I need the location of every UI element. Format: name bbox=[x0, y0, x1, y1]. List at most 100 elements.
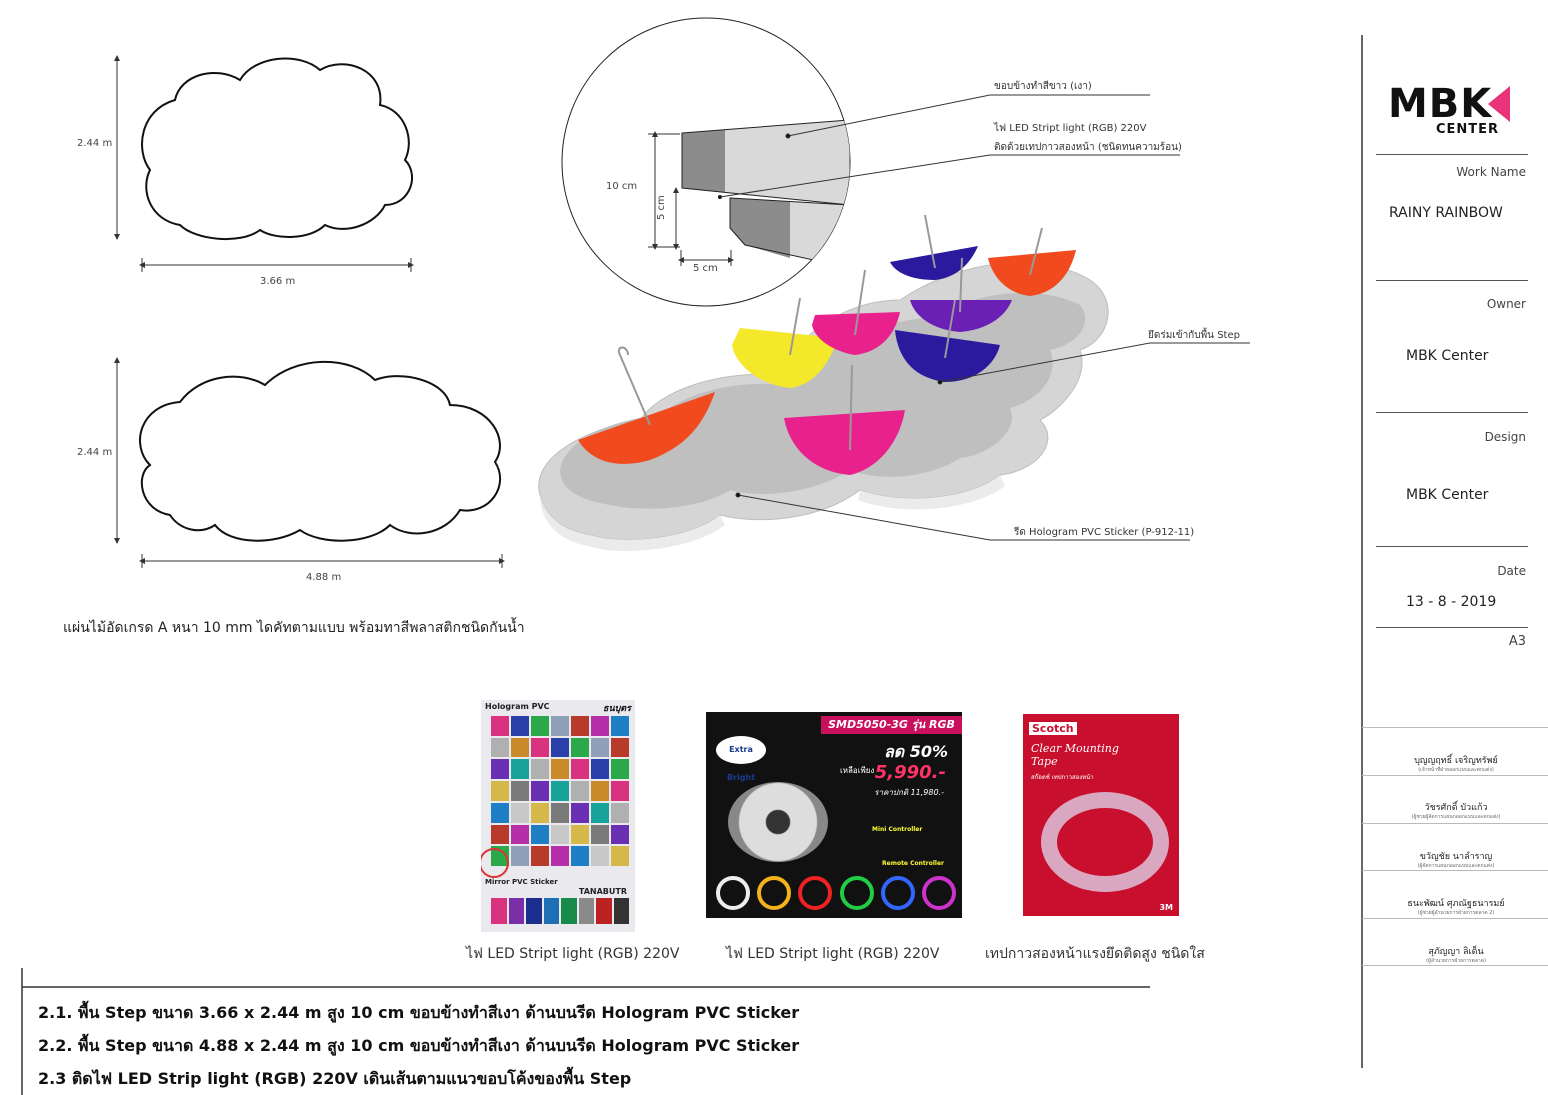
swatch bbox=[531, 846, 549, 866]
step-render bbox=[538, 214, 1109, 552]
swatch bbox=[551, 759, 569, 780]
callout-umbrella: ยึดร่มเข้ากับพื้น Step bbox=[1148, 330, 1240, 341]
callout-edge: ขอบข้างทำสีขาว (เงา) bbox=[994, 81, 1092, 92]
swatch bbox=[591, 846, 609, 866]
swatch bbox=[611, 759, 629, 780]
swatch bbox=[591, 802, 609, 823]
logo-main-text: MBK bbox=[1388, 81, 1493, 127]
date-label: Date bbox=[1497, 564, 1526, 578]
product-caption-hologram: ไฟ LED Stript light (RGB) 220V bbox=[466, 946, 680, 962]
swatch bbox=[551, 802, 569, 823]
swatch bbox=[551, 846, 569, 866]
selected-swatch-marker bbox=[481, 848, 509, 878]
cloud-outline-small bbox=[141, 57, 414, 241]
hologram-sample-photo: Hologram PVC ธนบุตร Mirror PVC Sticker T… bbox=[481, 700, 635, 932]
swatch bbox=[571, 824, 589, 845]
design-value: MBK Center bbox=[1406, 487, 1489, 503]
product-caption-tape: เทปกาวสองหน้าแรงยึดติดสูง ชนิดใส bbox=[985, 946, 1205, 962]
swatch bbox=[531, 802, 549, 823]
callout-tape: ติดด้วยเทปกาวสองหน้า (ชนิดทนความร้อน) bbox=[994, 142, 1182, 153]
swatch bbox=[511, 716, 529, 736]
mbk-logo: MBK CENTER bbox=[1388, 82, 1518, 142]
swatch bbox=[491, 737, 509, 758]
led-photo-mini-controller: Mini Controller bbox=[872, 826, 923, 833]
led-photo-badge: Extra Bright bbox=[716, 736, 766, 782]
swatch bbox=[591, 781, 609, 801]
signature-5-role: (ผู้อำนวยการฝ่ายการตลาด) bbox=[1426, 958, 1486, 964]
swatch bbox=[571, 737, 589, 758]
led-strip-photo: SMD5050-3G รุ่น RGB Extra Bright ลด 50% … bbox=[706, 712, 962, 918]
swatch bbox=[511, 846, 529, 866]
mirror-photo-title: Mirror PVC Sticker bbox=[485, 878, 558, 886]
logo-arrow-icon bbox=[1488, 86, 1510, 122]
signature-2-name: วัชรศักดิ์ บัวแก้ว bbox=[1424, 803, 1488, 813]
swatch bbox=[611, 781, 629, 801]
detail-total-height: 10 cm bbox=[606, 181, 638, 192]
swatch bbox=[571, 781, 589, 801]
led-photo-discount: ลด 50% bbox=[883, 742, 948, 761]
signature-1-role: (เจ้าหน้าที่ฝ่ายออกแบบและตกแต่ง) bbox=[1418, 767, 1494, 773]
work-name-label: Work Name bbox=[1456, 165, 1526, 179]
umbrella-blue-mid bbox=[895, 299, 1000, 382]
note-2-1: 2.1. พื้น Step ขนาด 3.66 x 2.44 m สูง 10… bbox=[38, 1003, 800, 1022]
swatch bbox=[571, 716, 589, 736]
sheet-size: A3 bbox=[1508, 634, 1526, 649]
swatch bbox=[511, 781, 529, 801]
swatch bbox=[491, 781, 509, 801]
cloud-outline-large bbox=[139, 360, 501, 542]
umbrella-blue-top bbox=[890, 214, 978, 280]
swatch bbox=[511, 802, 529, 823]
product-caption-led: ไฟ LED Stript light (RGB) 220V bbox=[726, 946, 940, 962]
swatch bbox=[551, 716, 569, 736]
swatch bbox=[551, 781, 569, 801]
note-2-3: 2.3 ติดไฟ LED Strip light (RGB) 220V เดิ… bbox=[38, 1069, 632, 1088]
swatch bbox=[531, 781, 549, 801]
umbrella-purple bbox=[910, 257, 1012, 332]
work-name-value: RAINY RAINBOW bbox=[1389, 205, 1503, 221]
swatch bbox=[611, 846, 629, 866]
led-photo-price-prefix: เหลือเพียง bbox=[840, 766, 875, 775]
hologram-photo-brand: ธนบุตร bbox=[602, 704, 631, 714]
mirror-photo-brand: TANABUTR bbox=[578, 887, 627, 896]
led-reel-icon bbox=[728, 782, 828, 862]
material-note: แผ่นไม้อัดเกรด A หนา 10 mm ไดคัทตามแบบ พ… bbox=[63, 620, 525, 636]
cloud1-width-label: 3.66 m bbox=[260, 276, 296, 287]
swatch bbox=[531, 737, 549, 758]
swatch bbox=[611, 802, 629, 823]
swatch bbox=[491, 824, 509, 845]
leader-lines bbox=[719, 94, 1250, 541]
led-photo-title: SMD5050-3G รุ่น RGB bbox=[821, 716, 962, 734]
swatch bbox=[551, 737, 569, 758]
swatch bbox=[511, 824, 529, 845]
umbrella-pink-top bbox=[812, 269, 900, 355]
cloud2-height-label: 2.44 m bbox=[77, 447, 113, 458]
logo-sub-text: CENTER bbox=[1436, 122, 1500, 137]
umbrella-orange-right bbox=[988, 227, 1076, 296]
swatch bbox=[531, 759, 549, 780]
swatch bbox=[491, 802, 509, 823]
swatch bbox=[611, 737, 629, 758]
callout-hologram: รีด Hologram PVC Sticker (P-912-11) bbox=[1014, 527, 1195, 538]
cloud1-height-label: 2.44 m bbox=[77, 138, 113, 149]
date-value: 13 - 8 - 2019 bbox=[1406, 594, 1497, 610]
signature-2-role: (ผู้ช่วยผู้จัดการแผนกออกแบบและตกแต่ง) bbox=[1411, 814, 1501, 820]
owner-value: MBK Center bbox=[1406, 348, 1489, 364]
hologram-swatch-grid bbox=[491, 716, 629, 866]
tape-roll-icon bbox=[1041, 792, 1169, 892]
umbrella-orange-left bbox=[578, 346, 715, 464]
swatch bbox=[491, 759, 509, 780]
umbrella-pink-bottom bbox=[784, 364, 905, 475]
swatch bbox=[531, 716, 549, 736]
swatch bbox=[571, 759, 589, 780]
led-photo-price: 5,990.- bbox=[874, 762, 946, 783]
tape-photo-brand: Scotch bbox=[1029, 722, 1077, 735]
tape-photo-title: Clear Mounting Tape bbox=[1031, 742, 1119, 768]
signature-1-name: บุญญฤทธิ์ เจริญทรัพย์ bbox=[1414, 756, 1498, 766]
swatch bbox=[591, 737, 609, 758]
led-color-rings bbox=[716, 876, 956, 912]
swatch bbox=[491, 716, 509, 736]
signature-4-name: ธนะพัฒน์ ศุภณัฐธนารมย์ bbox=[1407, 899, 1505, 909]
led-photo-remote: Remote Controller bbox=[882, 860, 944, 867]
tape-photo-subtitle: สก๊อตช์ เทปกาวสองหน้า bbox=[1031, 774, 1094, 781]
